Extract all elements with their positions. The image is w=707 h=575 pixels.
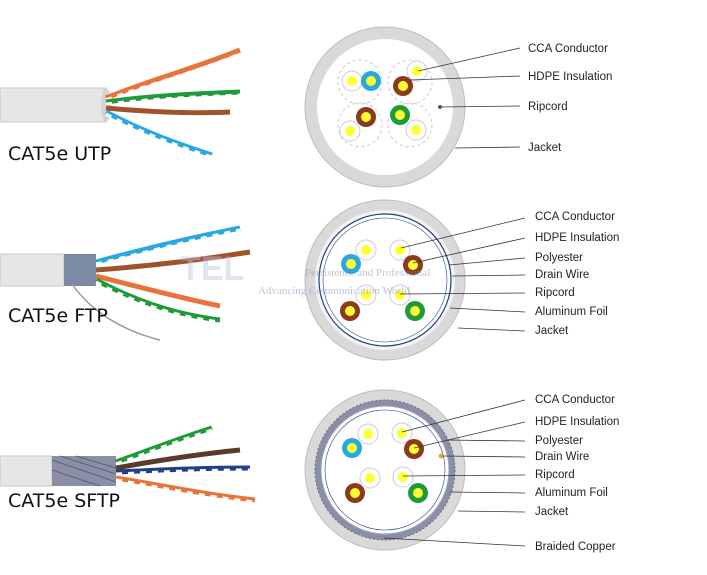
sftp-label-cca-conductor: CCA Conductor: [535, 394, 615, 406]
utp-panel: CAT5e UTP CCA Conductor HDPE Insulation …: [0, 0, 707, 190]
ftp-label-ripcord: Ripcord: [535, 287, 575, 299]
utp-label-cca-conductor: CCA Conductor: [528, 43, 608, 55]
utp-title: CAT5e UTP: [8, 143, 112, 165]
ftp-cable-photo: [0, 225, 251, 341]
ftp-label-polyester: Polyester: [535, 252, 583, 264]
sftp-label-braided-copper: Braided Copper: [535, 541, 616, 553]
ftp-label-drain-wire: Drain Wire: [535, 269, 589, 281]
ftp-label-aluminum-foil: Aluminum Foil: [535, 306, 608, 318]
watermark-line2: Advancing Communication World: [258, 285, 410, 297]
sftp-title: CAT5e SFTP: [8, 490, 120, 512]
utp-cross-section: CCA Conductor HDPE Insulation Ripcord Ja…: [304, 26, 612, 188]
utp-label-ripcord: Ripcord: [528, 101, 568, 113]
sftp-cable-photo: [0, 425, 256, 504]
sftp-panel: CAT5e SFTP CCA Conductor HDPE Insulation…: [0, 370, 707, 575]
sftp-label-jacket: Jacket: [535, 506, 569, 518]
sftp-label-aluminum-foil: Aluminum Foil: [535, 487, 608, 499]
ftp-panel: CAT5e FTP TEL Persistence and Profession…: [0, 190, 707, 370]
ftp-title: CAT5e FTP: [8, 305, 108, 327]
sftp-label-hdpe-insulation: HDPE Insulation: [535, 416, 619, 428]
ftp-label-cca-conductor: CCA Conductor: [535, 211, 615, 223]
utp-label-hdpe-insulation: HDPE Insulation: [528, 71, 612, 83]
sftp-label-ripcord: Ripcord: [535, 469, 575, 481]
utp-label-jacket: Jacket: [528, 142, 562, 154]
sftp-label-polyester: Polyester: [535, 435, 583, 447]
ftp-label-jacket: Jacket: [535, 325, 569, 337]
sftp-cross-section: CCA Conductor HDPE Insulation Polyester …: [304, 389, 619, 553]
ftp-label-hdpe-insulation: HDPE Insulation: [535, 232, 619, 244]
sftp-label-drain-wire: Drain Wire: [535, 451, 589, 463]
watermark-logo: TEL: [180, 250, 244, 288]
ftp-cross-section: TEL Persistence and Professional Advanci…: [180, 199, 619, 361]
watermark-line1: Persistence and Professional: [305, 267, 430, 279]
utp-cable-photo: [0, 47, 241, 159]
